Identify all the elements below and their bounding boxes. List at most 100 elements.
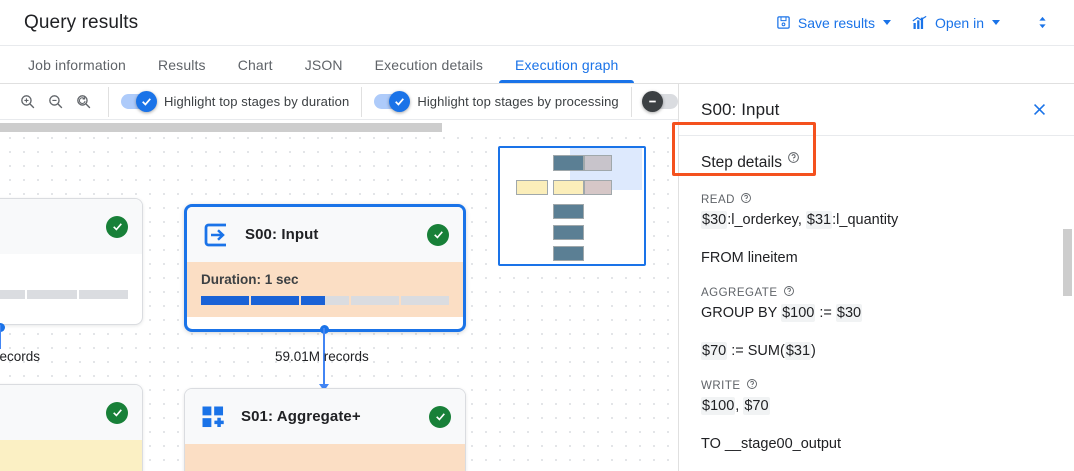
graph-node-partial-upper[interactable] bbox=[0, 198, 143, 325]
write-label-text: WRITE bbox=[701, 379, 741, 392]
save-results-label: Save results bbox=[797, 14, 875, 31]
minimap-node bbox=[553, 225, 584, 240]
variable-chip: $70 bbox=[701, 342, 728, 361]
node-header: S00: Input bbox=[187, 207, 463, 262]
tab-chart[interactable]: Chart bbox=[237, 56, 273, 73]
aggregate-sum-line: $70 := SUM($31) bbox=[701, 342, 816, 361]
toolbar-divider bbox=[108, 86, 109, 117]
variable-chip: $30 bbox=[835, 304, 863, 323]
status-success-icon bbox=[106, 401, 128, 424]
graph-node-partial-lower[interactable] bbox=[0, 384, 143, 471]
zoom-reset-icon bbox=[76, 95, 90, 109]
graph-hscroll-thumb[interactable] bbox=[0, 123, 442, 132]
graph-minimap[interactable] bbox=[498, 146, 646, 266]
close-icon[interactable] bbox=[1026, 97, 1052, 123]
toggle-duration-label: Highlight top stages by duration bbox=[164, 94, 350, 109]
zoom-controls bbox=[0, 89, 96, 115]
check-icon bbox=[142, 98, 151, 106]
bar-segment bbox=[78, 290, 129, 299]
tab-results[interactable]: Results bbox=[157, 56, 206, 73]
write-to-line: TO __stage00_output bbox=[701, 436, 842, 453]
input-arrow-icon bbox=[201, 220, 231, 250]
tab-bar: Job information Results Chart JSON Execu… bbox=[0, 46, 1074, 84]
node-title: S00: Input bbox=[245, 226, 319, 243]
tab-execution-details[interactable]: Execution details bbox=[374, 56, 484, 73]
read-label: READ bbox=[701, 192, 1052, 207]
variable-chip: $30 bbox=[701, 211, 728, 229]
toggle-highlight-duration[interactable]: Highlight top stages by duration bbox=[121, 91, 350, 112]
tab-execution-graph[interactable]: Execution graph bbox=[499, 46, 635, 83]
switch-third[interactable] bbox=[641, 91, 678, 112]
step-details-label: Step details bbox=[701, 154, 782, 171]
minimap-node bbox=[516, 180, 548, 195]
panel-title: S00: Input bbox=[701, 99, 780, 119]
node-progress-bar bbox=[0, 290, 129, 299]
minimap-node bbox=[584, 180, 612, 195]
help-icon[interactable] bbox=[740, 192, 752, 207]
step-details-heading: Step details bbox=[701, 136, 1052, 176]
bar-segment bbox=[401, 296, 449, 305]
aggregate-value: GROUP BY $100 := $30 bbox=[701, 304, 863, 323]
status-success-icon bbox=[429, 405, 451, 428]
bar-segment bbox=[0, 290, 26, 299]
save-results-button[interactable]: Save results bbox=[766, 9, 901, 37]
minus-icon bbox=[648, 100, 656, 103]
chevron-down-icon bbox=[882, 20, 891, 25]
node-header bbox=[0, 385, 142, 440]
connector-dot-left bbox=[0, 323, 5, 332]
bar-segment bbox=[351, 296, 399, 305]
zoom-in-button[interactable] bbox=[14, 89, 40, 115]
toolbar-divider bbox=[630, 86, 632, 117]
minimap-node bbox=[553, 155, 584, 171]
aggregate-plus-icon bbox=[199, 403, 227, 431]
minimap-node bbox=[553, 204, 584, 219]
node-header: S01: Aggregate+ bbox=[185, 389, 465, 444]
bar-segment bbox=[201, 296, 249, 305]
panel-scrollbar-thumb[interactable] bbox=[1063, 229, 1072, 296]
aggregate-label: AGGREGATE bbox=[701, 285, 1052, 300]
switch-processing[interactable] bbox=[374, 91, 411, 112]
read-from-line: FROM lineitem bbox=[701, 250, 798, 267]
tab-job-information[interactable]: Job information bbox=[28, 56, 126, 73]
node-duration-band bbox=[0, 440, 142, 471]
minimap-node bbox=[553, 180, 584, 195]
toggle-processing-label: Highlight top stages by processing bbox=[417, 94, 619, 109]
help-icon[interactable] bbox=[783, 285, 795, 300]
graph-edge-label-s00-s01: 59.01M records bbox=[275, 349, 369, 364]
read-label-text: READ bbox=[701, 193, 735, 206]
bar-segment bbox=[27, 290, 77, 299]
zoom-out-button[interactable] bbox=[42, 89, 68, 115]
execution-graph-canvas[interactable]: records S00: Input Durat bbox=[0, 120, 678, 471]
status-success-icon bbox=[106, 215, 128, 238]
aggregate-label-text: AGGREGATE bbox=[701, 286, 778, 299]
open-in-button[interactable]: Open in bbox=[901, 9, 1010, 37]
tab-json[interactable]: JSON bbox=[304, 56, 343, 73]
graph-node-s00[interactable]: S00: Input Duration: 1 sec bbox=[184, 204, 466, 332]
expand-collapse-button[interactable] bbox=[1028, 9, 1056, 37]
graph-edge-label-left: records bbox=[0, 349, 41, 364]
app-header: Query results Save results bbox=[0, 0, 1074, 46]
graph-node-s01[interactable]: S01: Aggregate+ bbox=[184, 388, 466, 471]
read-value: $30:l_orderkey, $31:l_quantity bbox=[701, 211, 899, 229]
variable-chip: $31 bbox=[784, 342, 812, 361]
node-duration-text: Duration: 1 sec bbox=[201, 272, 299, 287]
zoom-in-icon bbox=[20, 95, 34, 109]
toolbar-divider bbox=[361, 86, 363, 117]
node-duration-band bbox=[185, 444, 465, 471]
zoom-reset-button[interactable] bbox=[70, 89, 96, 115]
panel-body: Step details READ $30:l_orderkey, $31:l bbox=[679, 136, 1074, 471]
node-progress-bar bbox=[201, 296, 449, 305]
connector-line-s00-s01 bbox=[323, 328, 325, 386]
chevron-down-icon bbox=[992, 20, 1000, 25]
switch-duration[interactable] bbox=[121, 91, 157, 112]
graph-horizontal-scrollbar[interactable] bbox=[0, 120, 678, 134]
toggle-third-option[interactable] bbox=[641, 91, 678, 112]
step-details-panel: S00: Input Step details READ bbox=[678, 84, 1074, 471]
bar-segment bbox=[301, 296, 349, 305]
bar-segment bbox=[251, 296, 299, 305]
toggle-highlight-processing[interactable]: Highlight top stages by processing bbox=[374, 91, 619, 112]
node-duration-band: Duration: 1 sec bbox=[187, 262, 463, 317]
help-icon[interactable] bbox=[787, 151, 800, 169]
chart-bars-icon bbox=[911, 15, 928, 31]
help-icon[interactable] bbox=[746, 378, 758, 393]
